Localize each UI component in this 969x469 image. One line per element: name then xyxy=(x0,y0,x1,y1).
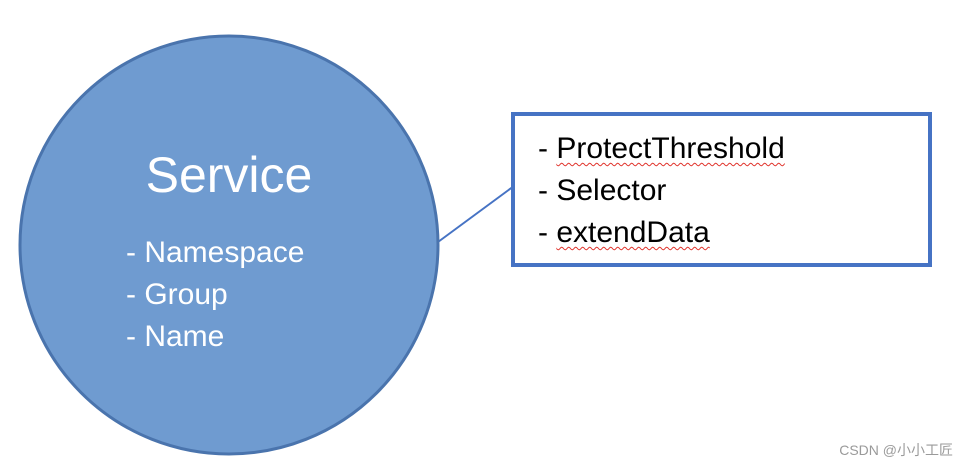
watermark-text: CSDN @小小工匠 xyxy=(839,442,953,458)
attribute-label: Namespace xyxy=(144,236,305,269)
bullet-dash: - xyxy=(538,216,557,249)
attribute-label: Name xyxy=(144,320,225,353)
service-title: Service xyxy=(145,147,313,203)
service-attributes: - Namespace - Group - Name xyxy=(126,232,304,358)
detail-box xyxy=(511,112,932,267)
attribute-label: Selector xyxy=(556,174,667,207)
bullet-dash: - xyxy=(126,320,145,353)
bullet-dash: - xyxy=(126,236,145,269)
service-circle xyxy=(18,34,440,456)
detail-attributes: - ProtectThreshold - Selector - extendDa… xyxy=(538,128,785,254)
attribute-label: ProtectThreshold xyxy=(556,132,785,165)
attribute-label: extendData xyxy=(556,216,710,249)
list-item-protect-threshold: - ProtectThreshold xyxy=(538,128,785,170)
bullet-dash: - xyxy=(126,278,145,311)
bullet-dash: - xyxy=(538,132,557,165)
connector-line xyxy=(437,185,515,243)
bullet-dash: - xyxy=(538,174,557,207)
list-item-name: - Name xyxy=(126,316,304,358)
attribute-label: Group xyxy=(144,278,228,311)
list-item-group: - Group xyxy=(126,274,304,316)
list-item-extend-data: - extendData xyxy=(538,212,785,254)
list-item-namespace: - Namespace xyxy=(126,232,304,274)
list-item-selector: - Selector xyxy=(538,170,785,212)
